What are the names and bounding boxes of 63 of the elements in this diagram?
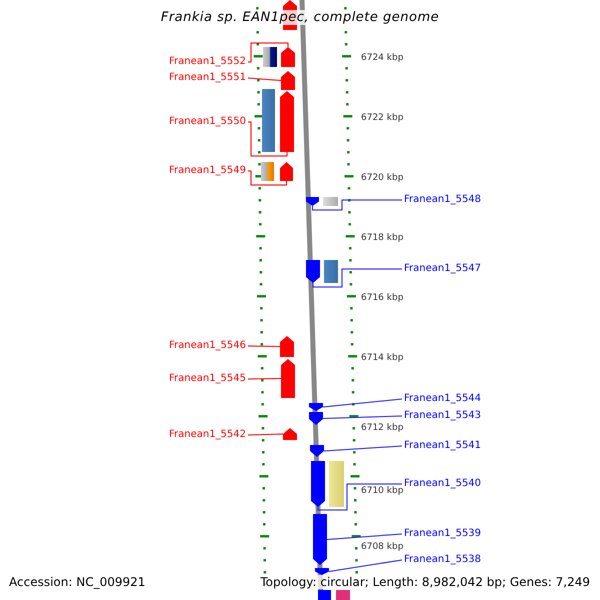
leader-line: [248, 122, 288, 156]
scale-label: 6714 kbp: [361, 353, 404, 364]
leader-line: [326, 534, 402, 540]
feature-block: [262, 89, 275, 152]
leader-line: [318, 484, 402, 510]
leader-line: [312, 200, 402, 210]
gene-block: [280, 162, 293, 181]
gene-block: [309, 412, 323, 425]
feature-block: [263, 47, 277, 67]
gene-label: Franean1_5542: [168, 429, 246, 441]
scale-label: 6724 kbp: [361, 53, 404, 64]
gene-label: Franean1_5551: [168, 72, 246, 84]
leader-line: [322, 398, 402, 408]
feature-block: [336, 590, 350, 600]
gene-label: Franean1_5545: [168, 373, 246, 385]
feature-block: [261, 162, 274, 181]
gene-label: Franean1_5546: [168, 340, 246, 352]
gene-label: Franean1_5549: [168, 165, 246, 177]
leader-line: [248, 42, 288, 62]
feature-block: [318, 590, 331, 600]
gene-block: [281, 47, 295, 67]
leader-line: [248, 346, 280, 347]
feature-block: [324, 260, 338, 283]
gene-label: Franean1_5540: [404, 478, 482, 490]
gene-block: [280, 336, 294, 357]
feature-block: [323, 197, 338, 206]
feature-block: [329, 461, 344, 507]
gene-label: Franean1_5539: [404, 528, 482, 540]
gene-label: Franean1_5541: [404, 440, 482, 452]
title: Frankia sp. EAN1pec, complete genome: [160, 10, 440, 25]
scale-label: 6708 kbp: [361, 542, 404, 553]
leader-line: [312, 268, 402, 288]
genome-info-text: Topology: circular; Length: 8,982,042 bp; Genes: 7,249: [260, 575, 590, 589]
scale-label: 6718 kbp: [361, 233, 404, 244]
scale-label: 6710 kbp: [361, 486, 404, 497]
gene-block: [310, 445, 324, 457]
leader-line: [324, 446, 402, 452]
leader-line: [248, 378, 282, 380]
scale-label: 6722 kbp: [361, 113, 404, 124]
leader-line: [322, 416, 402, 419]
accession-text: Accession: NC_009921: [9, 575, 146, 589]
gene-label: Franean1_5548: [404, 194, 482, 206]
gene-label: Franean1_5538: [404, 554, 482, 566]
scale-label: 6712 kbp: [361, 423, 404, 434]
gene-label: Franean1_5550: [168, 116, 246, 128]
gene-label: Franean1_5543: [404, 410, 482, 422]
gene-block: [311, 461, 325, 507]
leader-line: [248, 434, 284, 436]
gene-label: Franean1_5544: [404, 393, 482, 405]
gene-block: [281, 71, 295, 90]
gene-block: [313, 514, 327, 565]
gene-label: Franean1_5547: [404, 263, 482, 275]
gene-block: [306, 260, 320, 283]
gene-block: [283, 428, 297, 440]
scale-label: 6716 kbp: [361, 293, 404, 304]
leader-line: [248, 170, 287, 186]
gene-block: [309, 403, 323, 411]
gene-label: Franean1_5552: [168, 56, 246, 68]
leader-line: [328, 560, 402, 572]
scale-label: 6720 kbp: [361, 173, 404, 184]
leader-line: [248, 78, 282, 81]
gene-block: [306, 197, 319, 206]
gene-block: [281, 359, 295, 398]
